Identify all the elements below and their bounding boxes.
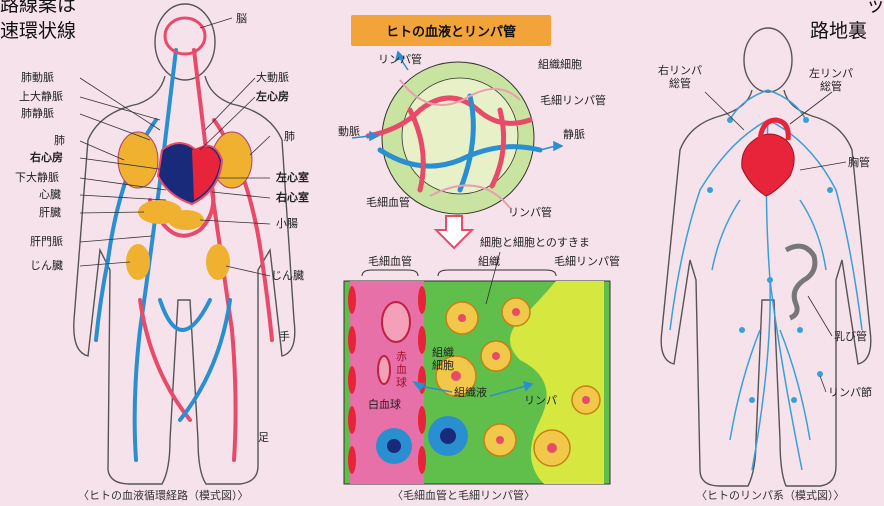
label-liver: 肝臓 xyxy=(39,206,61,219)
lymph-body-outline xyxy=(661,28,871,486)
label-tissue: 組織 xyxy=(478,255,500,268)
label-lymph-capillary-top: 毛細リンパ管 xyxy=(540,94,606,107)
label-left-atrium: 左心房 xyxy=(256,90,289,103)
capillary-caption: 〈毛細血管と毛細リンパ管〉 xyxy=(392,487,535,503)
label-thoracic-duct: 胸管 xyxy=(848,156,870,169)
edge-text-right: 路地裏 xyxy=(810,20,867,42)
label-intercellular-gap: 細胞と細胞とのすきま xyxy=(480,236,590,249)
label-lymph: リンパ xyxy=(524,394,557,407)
label-lung-left: 肺 xyxy=(54,134,65,147)
label-lymph-node: リンパ節 xyxy=(828,386,872,399)
label-hand: 手 xyxy=(279,330,290,343)
lymph-intestine-shape xyxy=(786,246,815,318)
circulation-vessels xyxy=(96,50,272,460)
label-superior-vena-cava: 上大静脈 xyxy=(19,90,63,103)
label-inferior-vena-cava: 下大静脈 xyxy=(15,171,59,184)
label-tissue-fluid: 組織液 xyxy=(454,386,487,399)
tissue-brackets xyxy=(362,270,556,276)
label-pulmonary-vein: 肺静脈 xyxy=(21,107,54,120)
brain-capillaries xyxy=(165,18,205,54)
edge-text-top-left: 路線案は xyxy=(0,0,76,16)
label-left-ventricle: 左心室 xyxy=(276,171,309,184)
label-artery: 動脈 xyxy=(338,125,360,138)
label-kidney-left: じん臓 xyxy=(30,259,63,272)
edge-text-left: 速環状線 xyxy=(0,20,76,42)
label-lymph-capillary: 毛細リンパ管 xyxy=(554,255,620,268)
label-pulmonary-artery: 肺動脈 xyxy=(21,71,54,84)
label-small-intestine: 小腸 xyxy=(276,217,298,230)
label-foot: 足 xyxy=(258,431,269,444)
label-heart: 心臓 xyxy=(39,188,61,201)
label-right-ventricle: 右心室 xyxy=(276,191,309,204)
capillary-title: ヒトの血液とリンパ管 xyxy=(351,15,551,46)
label-lymph-vessel-top: リンパ管 xyxy=(378,53,422,66)
label-vein: 静脈 xyxy=(563,128,585,141)
label-right-lymph-duct: 右リンパ総管 xyxy=(654,64,706,90)
circulation-caption: 〈ヒトの血液循環経路（模式図）〉 xyxy=(78,487,249,503)
lymph-heart-shape xyxy=(742,134,794,196)
label-portal-vein: 肝門脈 xyxy=(30,235,63,248)
down-arrow-icon xyxy=(436,216,472,248)
label-left-lymph-duct: 左リンパ総管 xyxy=(804,67,858,93)
label-kidney-right: じん臓 xyxy=(271,269,304,282)
label-blood-capillary-top: 毛細血管 xyxy=(366,196,410,209)
label-white-blood-cell: 白血球 xyxy=(368,398,401,411)
label-lymph-vessel-bottom: リンパ管 xyxy=(508,206,552,219)
lymph-caption: 〈ヒトのリンパ系（模式図）〉 xyxy=(696,487,845,503)
label-tissue-cell: 組織細胞 xyxy=(432,346,456,372)
label-brain: 脳 xyxy=(236,12,247,25)
label-aorta: 大動脈 xyxy=(256,71,289,84)
label-tissue-cell-top: 組織細胞 xyxy=(538,58,582,71)
label-red-blood-cell: 赤血球 xyxy=(396,350,408,389)
label-blood-capillary: 毛細血管 xyxy=(368,255,412,268)
small-intestine-shape xyxy=(168,210,204,230)
label-right-atrium: 右心房 xyxy=(30,151,63,164)
right-kidney-shape xyxy=(206,244,230,280)
label-lacteal: 乳び管 xyxy=(834,330,867,343)
label-lung-right: 肺 xyxy=(284,130,295,143)
edge-text-top-right: ッ xyxy=(866,0,884,16)
